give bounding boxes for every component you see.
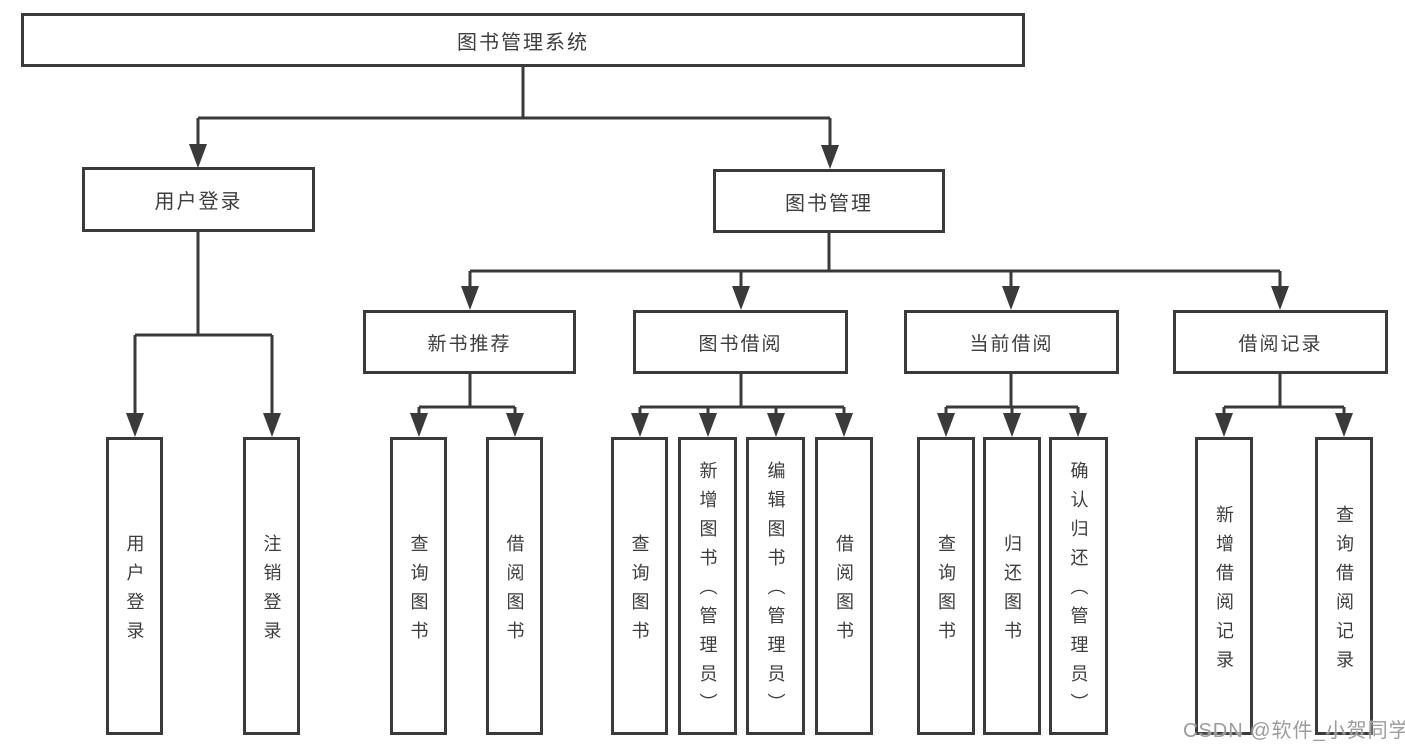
arrow-down-icon [631, 413, 649, 437]
leaf-user-login: 用户登录 [106, 437, 163, 735]
leaf-add-borrow-record-label: 新增借阅记录 [1214, 504, 1234, 679]
arrow-down-icon [699, 413, 717, 437]
leaf-return-book: 归还图书 [983, 437, 1041, 735]
arrow-down-icon [410, 413, 428, 437]
node-root-label: 图书管理系统 [457, 31, 589, 54]
leaf-edit-book-admin: 编辑图书（管理员） [746, 437, 805, 735]
leaf-borrow-borrow-book-label: 借阅图书 [834, 533, 854, 650]
arrow-down-icon [189, 144, 207, 168]
node-borrow-records-label: 借阅记录 [1238, 333, 1323, 355]
node-current-borrow-label: 当前借阅 [969, 333, 1054, 355]
node-user-login: 用户登录 [82, 167, 315, 232]
leaf-recommend-borrow-book: 借阅图书 [486, 437, 543, 735]
leaf-current-query-book: 查询图书 [917, 437, 975, 735]
node-borrow-records: 借阅记录 [1173, 310, 1388, 374]
leaf-recommend-query-book-label: 查询图书 [408, 533, 429, 650]
arrow-down-icon [506, 413, 524, 437]
leaf-logout: 注销登录 [243, 437, 300, 735]
arrow-down-icon [937, 413, 955, 437]
node-root: 图书管理系统 [21, 13, 1025, 67]
leaf-current-query-book-label: 查询图书 [936, 533, 956, 650]
leaf-add-borrow-record: 新增借阅记录 [1195, 437, 1253, 735]
leaf-user-login-label: 用户登录 [124, 533, 145, 650]
leaf-edit-book-admin-label: 编辑图书（管理员） [765, 461, 786, 722]
node-current-borrow: 当前借阅 [904, 310, 1119, 374]
tree-edges [133, 67, 1346, 415]
leaf-return-book-label: 归还图书 [1002, 533, 1022, 650]
leaf-confirm-return-admin-label: 确认归还（管理员） [1068, 461, 1089, 722]
leaf-add-book-admin: 新增图书（管理员） [678, 437, 737, 735]
leaf-add-book-admin-label: 新增图书（管理员） [697, 461, 718, 722]
arrow-down-icon [126, 413, 144, 437]
node-new-book-recommend: 新书推荐 [363, 310, 576, 374]
arrow-down-icon [1002, 286, 1020, 310]
arrowheads [126, 144, 1353, 437]
arrow-down-icon [767, 413, 785, 437]
leaf-query-borrow-record: 查询借阅记录 [1315, 437, 1373, 735]
watermark: CSDN @软件_小贺同学 [1183, 720, 1405, 742]
node-book-mgmt-label: 图书管理 [785, 192, 873, 215]
node-new-book-recommend-label: 新书推荐 [427, 333, 512, 355]
leaf-confirm-return-admin: 确认归还（管理员） [1049, 437, 1108, 735]
arrow-down-icon [1215, 413, 1233, 437]
arrow-down-icon [732, 286, 750, 310]
node-book-mgmt: 图书管理 [713, 169, 945, 233]
arrow-down-icon [1335, 413, 1353, 437]
leaf-logout-label: 注销登录 [261, 533, 282, 650]
arrow-down-icon [1069, 413, 1087, 437]
node-book-borrow: 图书借阅 [633, 310, 848, 374]
arrow-down-icon [1003, 413, 1021, 437]
node-user-login-label: 用户登录 [154, 191, 243, 213]
leaf-borrow-query-book: 查询图书 [611, 437, 668, 735]
arrow-down-icon [1271, 286, 1289, 310]
node-book-borrow-label: 图书借阅 [698, 333, 783, 355]
arrow-down-icon [461, 286, 479, 310]
arrow-down-icon [263, 413, 281, 437]
arrow-down-icon [835, 413, 853, 437]
leaf-recommend-query-book: 查询图书 [390, 437, 447, 735]
leaf-query-borrow-record-label: 查询借阅记录 [1334, 504, 1354, 679]
leaf-borrow-borrow-book: 借阅图书 [815, 437, 873, 735]
leaf-borrow-query-book-label: 查询图书 [629, 533, 650, 650]
arrow-down-icon [821, 145, 839, 169]
leaf-recommend-borrow-book-label: 借阅图书 [504, 533, 525, 650]
